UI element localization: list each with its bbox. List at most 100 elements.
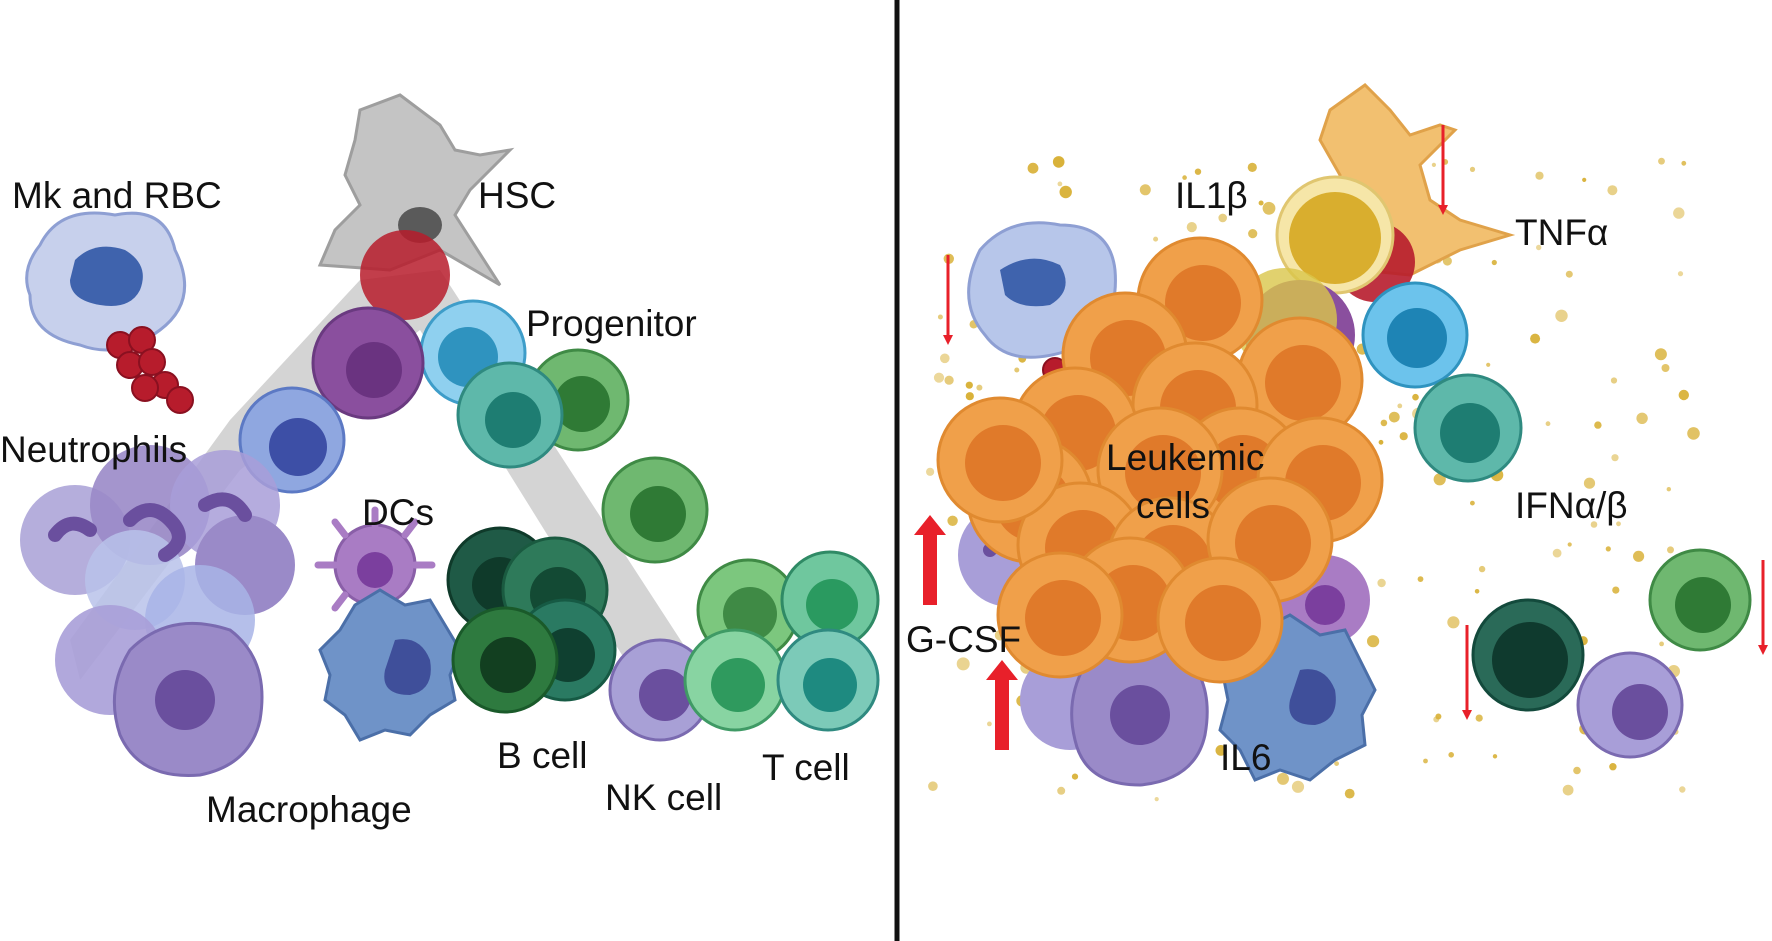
leukemic-cell-nucleus — [1235, 505, 1311, 581]
label-il6: IL6 — [1220, 737, 1271, 778]
cytokine-dot — [1248, 229, 1258, 239]
cytokine-dot — [1258, 200, 1264, 206]
nk-cell — [608, 638, 712, 742]
cytokine-dot — [1633, 550, 1645, 562]
myeloblast-cell — [238, 386, 346, 494]
cytokine-dot — [1605, 546, 1611, 552]
lymphocyte-teal — [456, 361, 564, 469]
cytokine-dot — [1573, 766, 1581, 775]
cytokine-dot — [1431, 162, 1436, 167]
leukemic-cells-cluster — [936, 236, 1384, 684]
leukemic-cell-nucleus — [1185, 585, 1261, 661]
cytokine-dot — [1153, 236, 1159, 242]
leukemic-cell-nucleus — [1025, 580, 1101, 656]
label-g-csf: G-CSF — [906, 619, 1021, 660]
cytokine-dot — [1555, 309, 1568, 322]
cytokine-dot — [1059, 185, 1072, 199]
cytokine-dot — [1667, 546, 1674, 554]
cytokine-dot — [956, 657, 970, 671]
cytokine-dot — [1567, 542, 1572, 547]
cytokine-dot — [1677, 271, 1684, 277]
cytokine-dot — [1182, 175, 1187, 180]
rbc-cell — [360, 230, 450, 320]
myeloid-progenitor-cell — [311, 306, 425, 420]
label-neutrophils: Neutrophils — [0, 429, 187, 470]
right-panel: IL1β TNFα Leukemic cells IFNα/β G-CSF IL… — [906, 83, 1768, 802]
cytokine-dot — [1470, 500, 1475, 506]
cytokine-dot — [1262, 201, 1276, 215]
cytokine-dot — [1412, 393, 1419, 401]
cytokine-dot — [1447, 616, 1460, 629]
cytokine-dot — [937, 314, 943, 320]
cytokine-dot — [1377, 578, 1386, 588]
label-b-cell: B cell — [497, 735, 587, 776]
cytokine-dot — [1535, 171, 1544, 180]
il1b-cell — [1275, 175, 1395, 295]
cytokine-dot — [1423, 758, 1428, 764]
cytokine-dot — [1139, 184, 1151, 196]
cytokine-dot — [1380, 419, 1388, 427]
cytokine-dot — [1291, 780, 1305, 793]
cytokine-dot — [1154, 797, 1159, 802]
cytokine-dot — [1582, 177, 1587, 182]
cytokine-dot — [1536, 244, 1542, 251]
cytokine-dot — [1474, 589, 1480, 594]
cytokine-dot — [1594, 421, 1602, 429]
cytokine-dot — [1469, 166, 1476, 172]
cytokine-dot — [965, 392, 974, 401]
cytokine-dot — [1399, 432, 1408, 441]
cytokine-dot — [933, 372, 945, 383]
megakaryocyte-cell — [25, 211, 187, 352]
cytokine-dot — [1057, 181, 1063, 187]
arrow-up-g-csf-lower — [986, 660, 1018, 750]
cytokine-dot — [1215, 745, 1227, 756]
t-cell-cluster — [683, 550, 880, 732]
cytokine-dot — [1344, 788, 1355, 799]
cytokine-dot — [1492, 754, 1498, 759]
left-panel: Mk and RBC HSC Progenitor Neutrophils DC… — [0, 93, 880, 830]
cytokine-dot — [1616, 521, 1621, 527]
label-leukemic-line1: Leukemic — [1106, 437, 1264, 478]
progenitor-cell-right — [1361, 281, 1469, 389]
cytokine-dot — [928, 781, 938, 791]
label-il1b: IL1β — [1175, 175, 1248, 216]
cytokine-dot — [1491, 259, 1497, 266]
cytokine-dot — [1367, 635, 1380, 648]
cytokine-dot — [976, 384, 983, 391]
cytokine-dot — [1678, 389, 1690, 401]
leukemic-cell-nucleus — [965, 425, 1041, 501]
macrophage-cell — [112, 621, 264, 777]
cytokine-dot — [965, 381, 973, 389]
leukemic-cell-nucleus — [1165, 265, 1241, 341]
monocyte-cell — [318, 588, 462, 742]
leukemic-cell-nucleus — [1125, 435, 1201, 511]
cytokine-dot — [1417, 576, 1424, 582]
neutrophil-cluster — [20, 445, 295, 715]
cytokine-dot — [1475, 714, 1483, 722]
cytokine-dot — [1247, 162, 1257, 172]
cytokine-dot — [1636, 412, 1648, 424]
cytokine-dot — [1014, 367, 1020, 373]
cytokine-dot — [1654, 348, 1667, 361]
cytokine-dot — [1530, 333, 1541, 344]
cytokine-dot — [1277, 772, 1289, 785]
cytokine-dot — [944, 375, 954, 385]
cytokine-dot — [1218, 213, 1227, 223]
label-leukemic-line2: cells — [1136, 485, 1210, 526]
hsc-cell — [317, 93, 515, 287]
cytokine-dot — [1565, 270, 1573, 278]
cytokine-dot — [1027, 162, 1039, 174]
cytokine-dot — [1661, 364, 1670, 372]
cytokine-dot — [1448, 752, 1454, 758]
label-ifn: IFNα/β — [1515, 485, 1628, 526]
cytokine-dot — [1486, 362, 1491, 367]
cytokine-dot — [1610, 377, 1618, 384]
cytokine-dot — [1194, 168, 1202, 175]
lymphocyte-mid — [601, 456, 709, 564]
arrow-up-g-csf-upper — [914, 515, 946, 605]
cytokine-dot — [940, 353, 950, 364]
cytokine-dot — [947, 515, 958, 526]
dendritic-cell — [314, 506, 436, 612]
cytokine-dot — [1612, 586, 1620, 594]
